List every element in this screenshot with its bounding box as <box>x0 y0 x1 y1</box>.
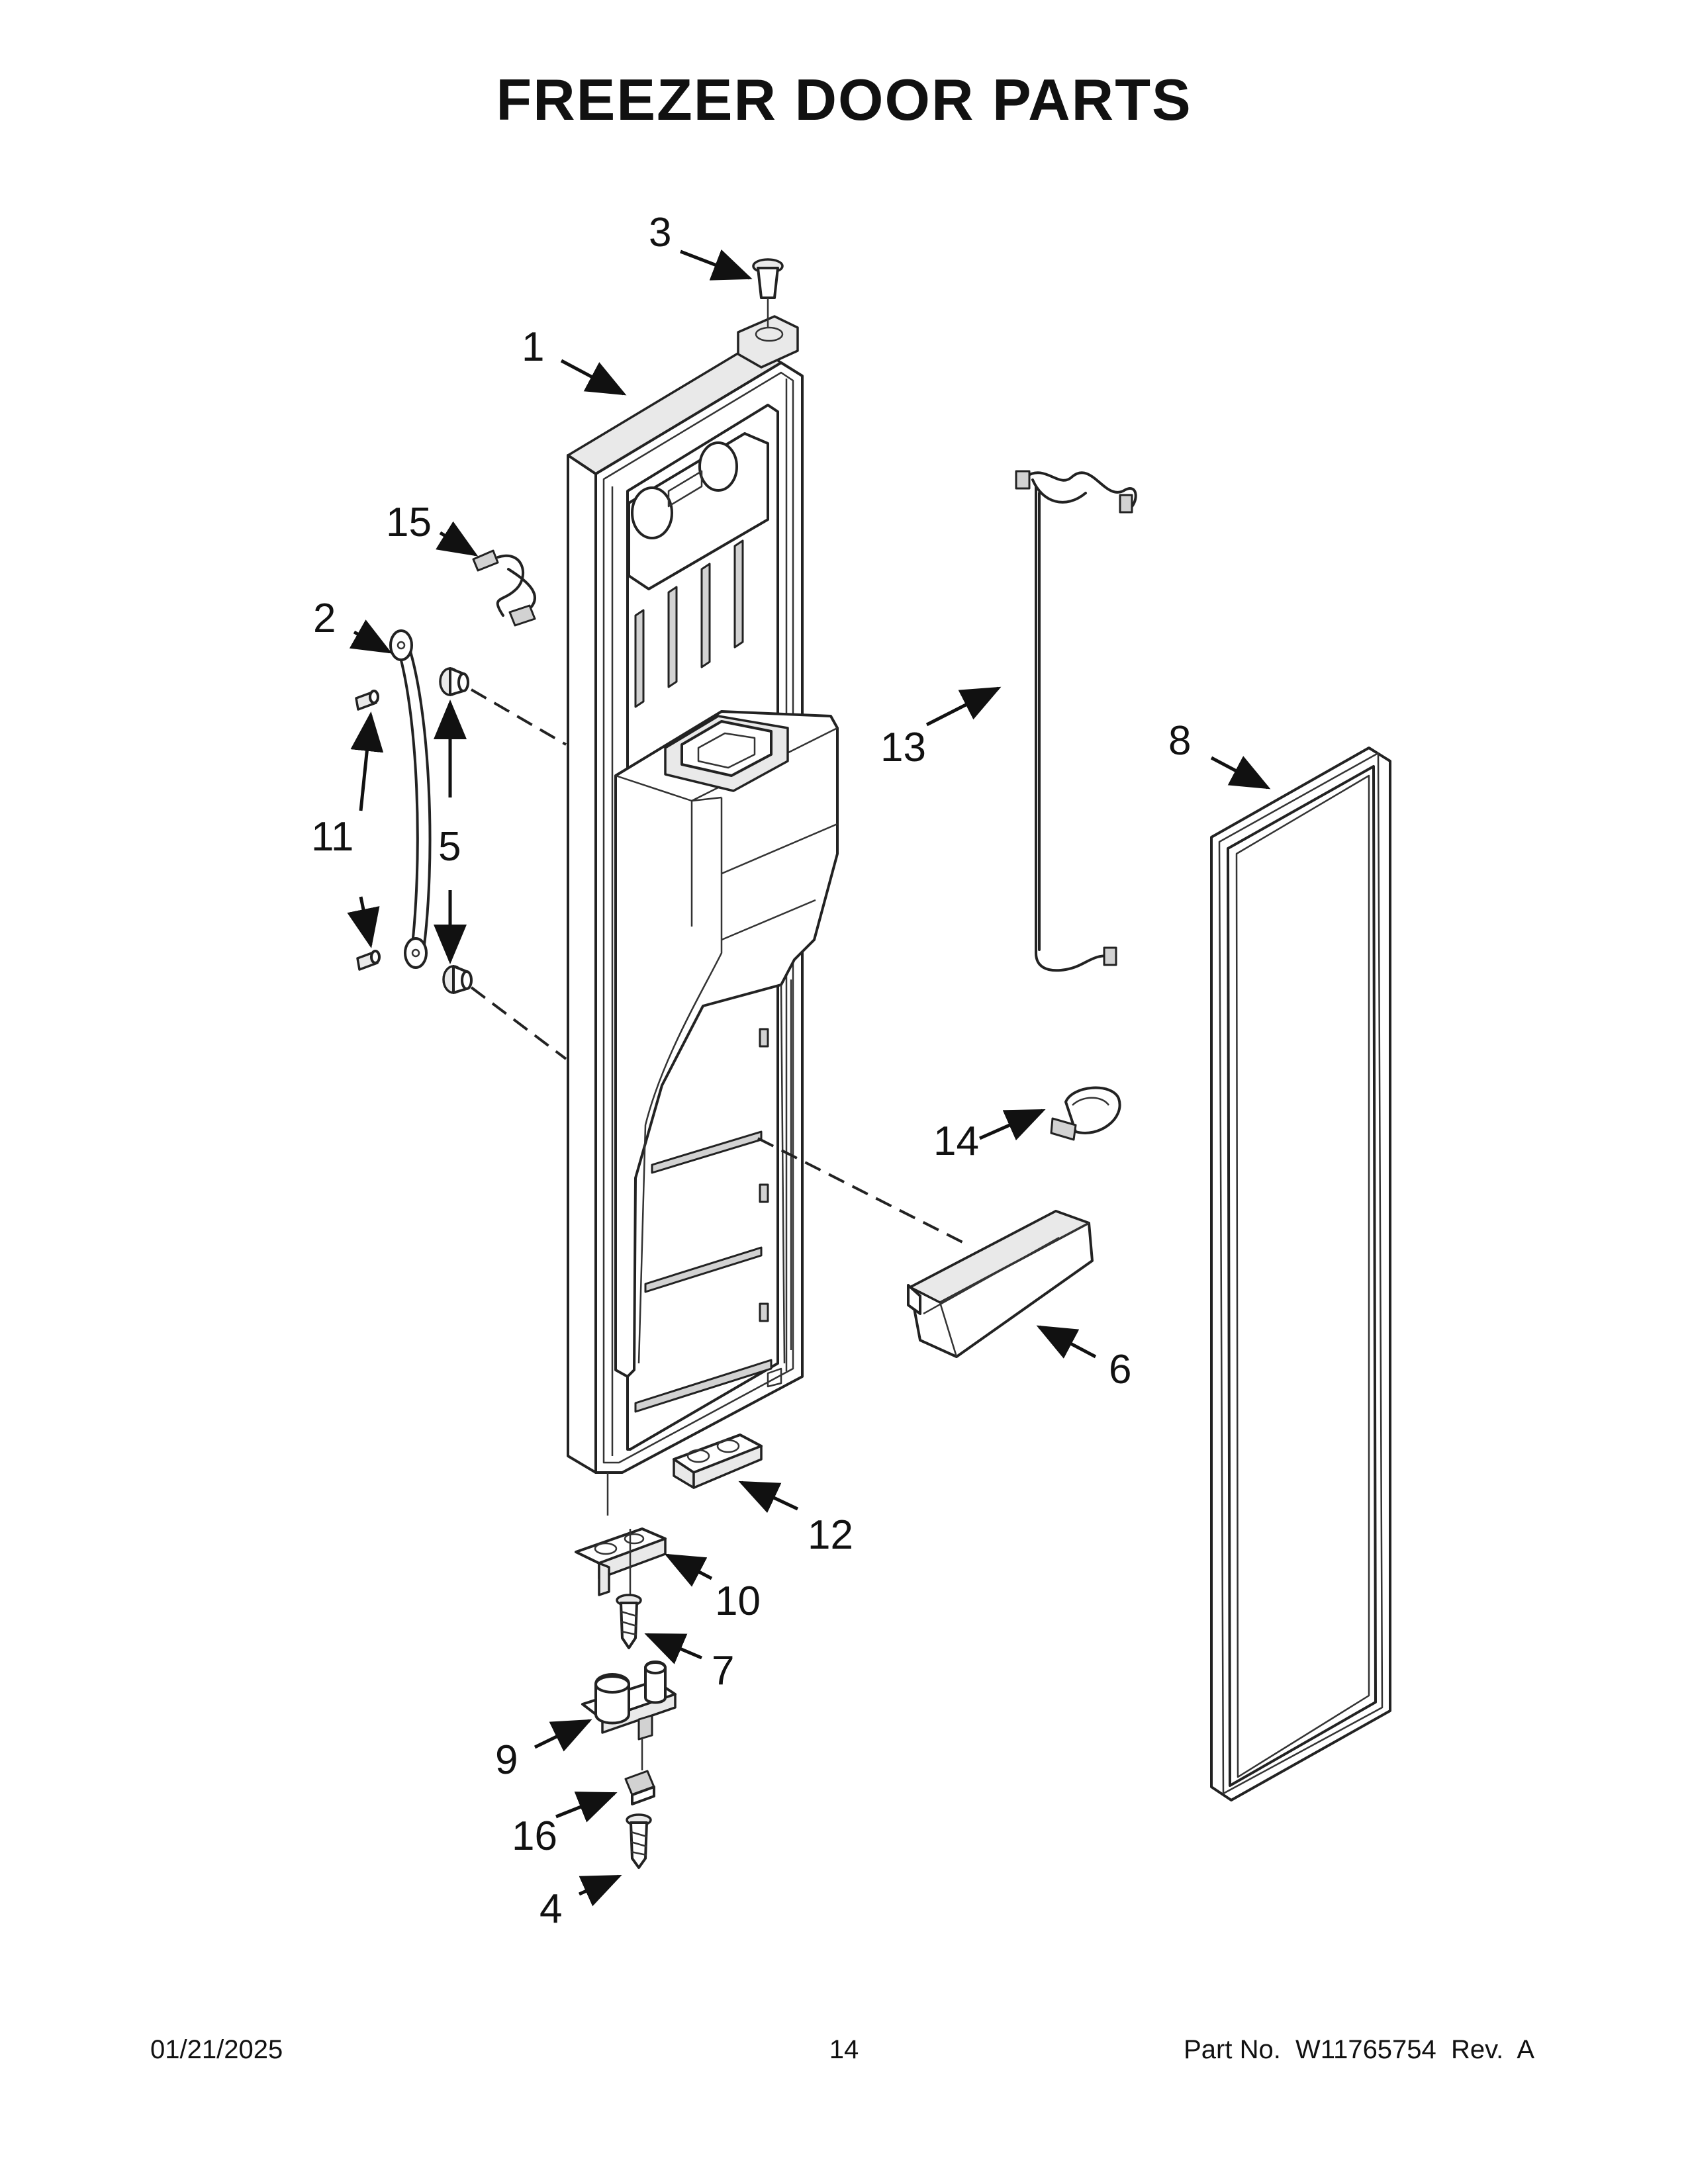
callout-2: 2 <box>313 596 336 641</box>
callout-16: 16 <box>512 1813 557 1859</box>
wire-connector <box>472 549 536 627</box>
callout-6: 6 <box>1109 1347 1131 1392</box>
set-screw-upper <box>355 690 379 711</box>
hinge-bracket-12 <box>673 1433 763 1489</box>
callout-4: 4 <box>539 1886 562 1932</box>
leader-arrows <box>347 249 1271 1907</box>
footer-part-number: Part No. W11765754 Rev. A <box>1184 2035 1534 2064</box>
door-gasket <box>1210 747 1391 1801</box>
freezer-door <box>567 315 839 1474</box>
callout-9: 9 <box>495 1737 518 1783</box>
wire-harness <box>1015 470 1137 972</box>
callout-15: 15 <box>386 500 432 545</box>
clip <box>1050 1086 1121 1141</box>
callout-14: 14 <box>933 1118 979 1164</box>
door-bin <box>907 1210 1094 1358</box>
callout-5: 5 <box>438 824 461 870</box>
spacer-16 <box>624 1770 655 1805</box>
mounting-stud-upper <box>439 667 469 696</box>
callout-10: 10 <box>715 1578 761 1624</box>
callout-3: 3 <box>649 210 671 255</box>
callout-13: 13 <box>880 725 926 770</box>
callout-12: 12 <box>808 1512 853 1558</box>
screw-7 <box>616 1594 642 1649</box>
page-title: FREEZER DOOR PARTS <box>496 67 1192 132</box>
handle <box>389 629 432 969</box>
callout-1: 1 <box>522 324 544 370</box>
callout-8: 8 <box>1168 718 1191 764</box>
set-screw-lower <box>356 950 381 971</box>
callout-7: 7 <box>712 1648 734 1694</box>
hinge-plate-10 <box>575 1527 667 1596</box>
screw-4 <box>626 1813 652 1869</box>
footer-date: 01/21/2025 <box>150 2035 283 2064</box>
callout-11: 11 <box>311 814 353 860</box>
hinge-pin-9 <box>581 1661 677 1741</box>
mounting-stud-lower <box>442 965 473 994</box>
footer-page-number: 14 <box>829 2035 859 2064</box>
hinge-bushing <box>752 258 784 328</box>
